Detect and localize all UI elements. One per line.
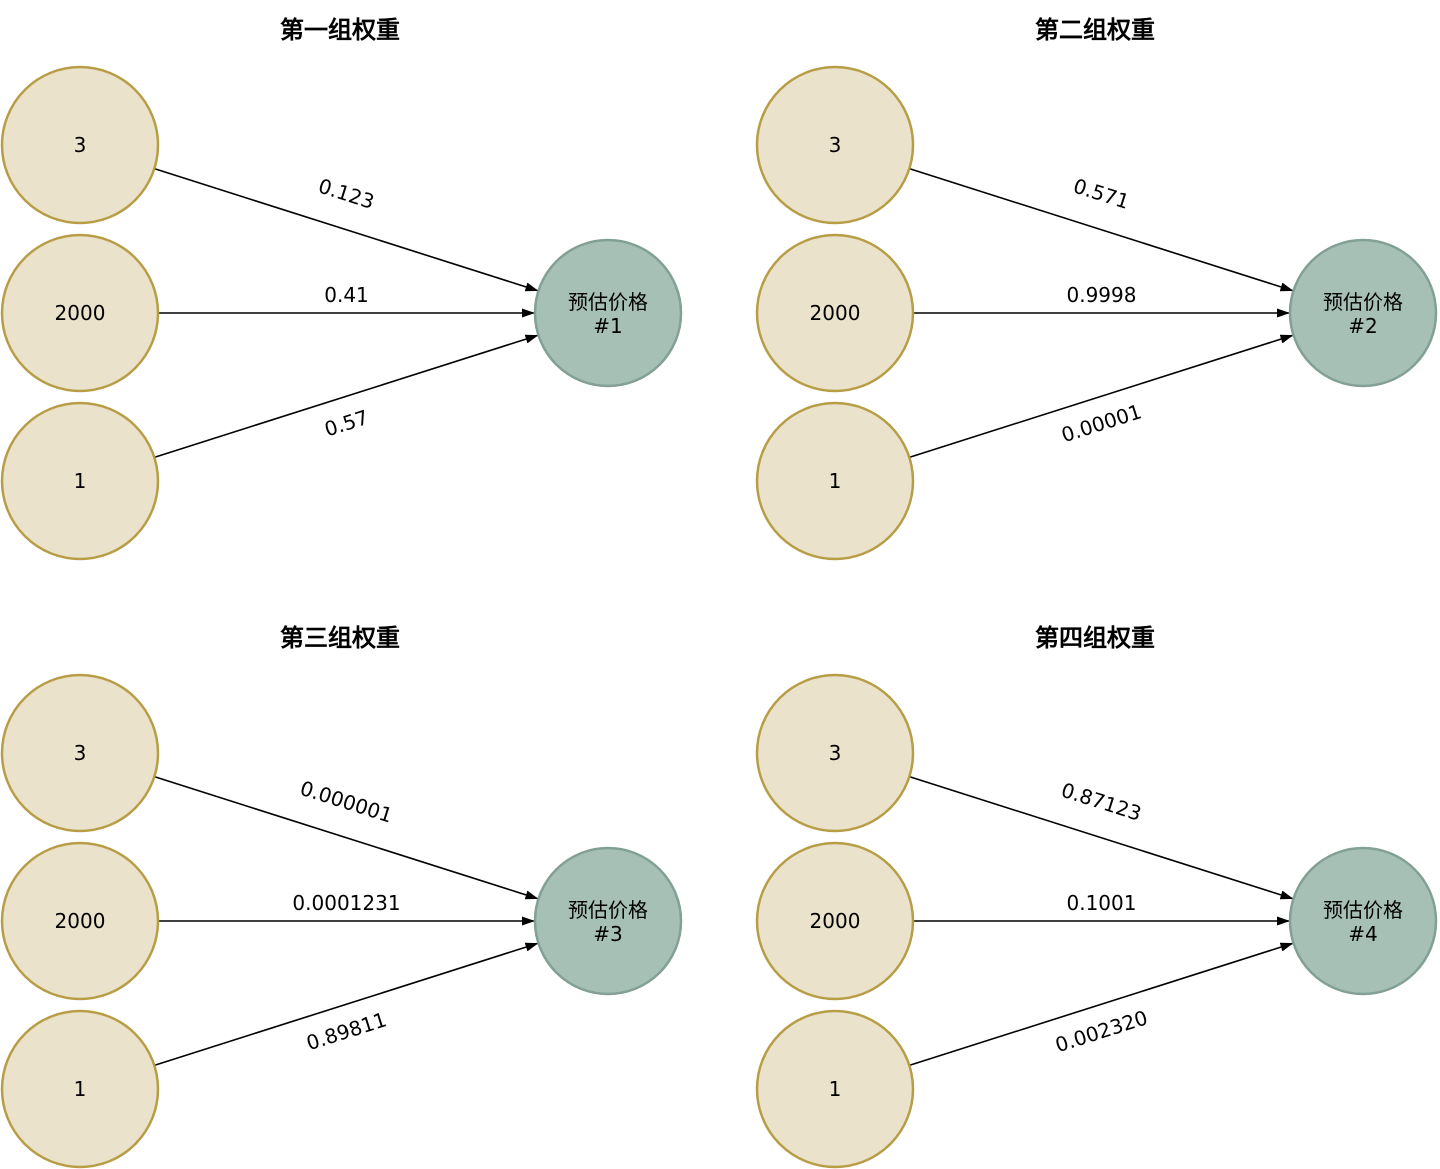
output-node-label-line1: 预估价格 <box>1323 290 1403 314</box>
input-node-label: 1 <box>829 1077 842 1101</box>
output-node-label-line1: 预估价格 <box>568 290 648 314</box>
weight-group: 第四组权重 0.87123 0.1001 0.002320 3 2000 1 预估价格#4 <box>755 624 1438 1169</box>
weight-label: 0.57 <box>322 405 372 441</box>
output-node-label-line1: 预估价格 <box>1323 898 1403 922</box>
weight-arrow <box>909 167 1294 292</box>
input-node <box>0 401 160 561</box>
output-node <box>1288 238 1438 388</box>
input-node-label: 3 <box>829 133 842 157</box>
input-node-label: 2000 <box>55 301 106 325</box>
output-node <box>1288 846 1438 996</box>
input-node-label: 2000 <box>810 909 861 933</box>
input-node <box>0 673 160 833</box>
output-node <box>533 846 683 996</box>
weight-arrow <box>909 334 1294 459</box>
input-node-label: 1 <box>74 1077 87 1101</box>
input-node-label: 1 <box>74 469 87 493</box>
input-node <box>0 233 160 393</box>
input-node-label: 1 <box>829 469 842 493</box>
weight-label: 0.0001231 <box>292 891 400 915</box>
output-node-label-line2: #1 <box>593 314 622 338</box>
weight-arrow <box>154 942 539 1067</box>
group-title: 第二组权重 <box>1035 16 1155 44</box>
weight-label: 0.002320 <box>1052 1005 1150 1057</box>
input-node <box>0 841 160 1001</box>
weight-label: 0.000001 <box>297 776 395 828</box>
input-node <box>755 233 915 393</box>
weight-arrow <box>154 334 539 459</box>
input-node-label: 2000 <box>55 909 106 933</box>
weight-arrow <box>154 775 539 900</box>
weight-label: 0.123 <box>315 174 377 214</box>
input-node <box>755 673 915 833</box>
output-node-label-line1: 预估价格 <box>568 898 648 922</box>
input-node <box>755 1009 915 1169</box>
input-node-label: 3 <box>829 741 842 765</box>
weight-label: 0.1001 <box>1067 891 1137 915</box>
input-node <box>755 401 915 561</box>
input-node-label: 3 <box>74 741 87 765</box>
weight-label: 0.41 <box>324 283 369 307</box>
input-node <box>755 841 915 1001</box>
input-node <box>0 1009 160 1169</box>
weight-label: 0.87123 <box>1058 778 1144 826</box>
weight-arrow <box>154 167 539 292</box>
input-node-label: 3 <box>74 133 87 157</box>
output-node-label-line2: #2 <box>1348 314 1377 338</box>
group-title: 第一组权重 <box>280 16 400 44</box>
weight-label: 0.9998 <box>1067 283 1137 307</box>
weight-arrow <box>909 942 1294 1067</box>
group-title: 第四组权重 <box>1035 624 1155 652</box>
weight-group: 第一组权重 0.123 0.41 0.57 3 2000 1 预估价格#1 <box>0 16 683 561</box>
weight-group: 第三组权重0.0000010.00012310.89811320001预估价格#… <box>0 624 683 1169</box>
weight-arrow <box>909 775 1294 900</box>
input-node <box>0 65 160 225</box>
output-node-label-line2: #4 <box>1348 922 1377 946</box>
group-title: 第三组权重 <box>280 624 400 652</box>
output-node-label-line2: #3 <box>593 922 622 946</box>
input-node-label: 2000 <box>810 301 861 325</box>
input-node <box>755 65 915 225</box>
output-node <box>533 238 683 388</box>
weight-label: 0.571 <box>1070 174 1132 214</box>
